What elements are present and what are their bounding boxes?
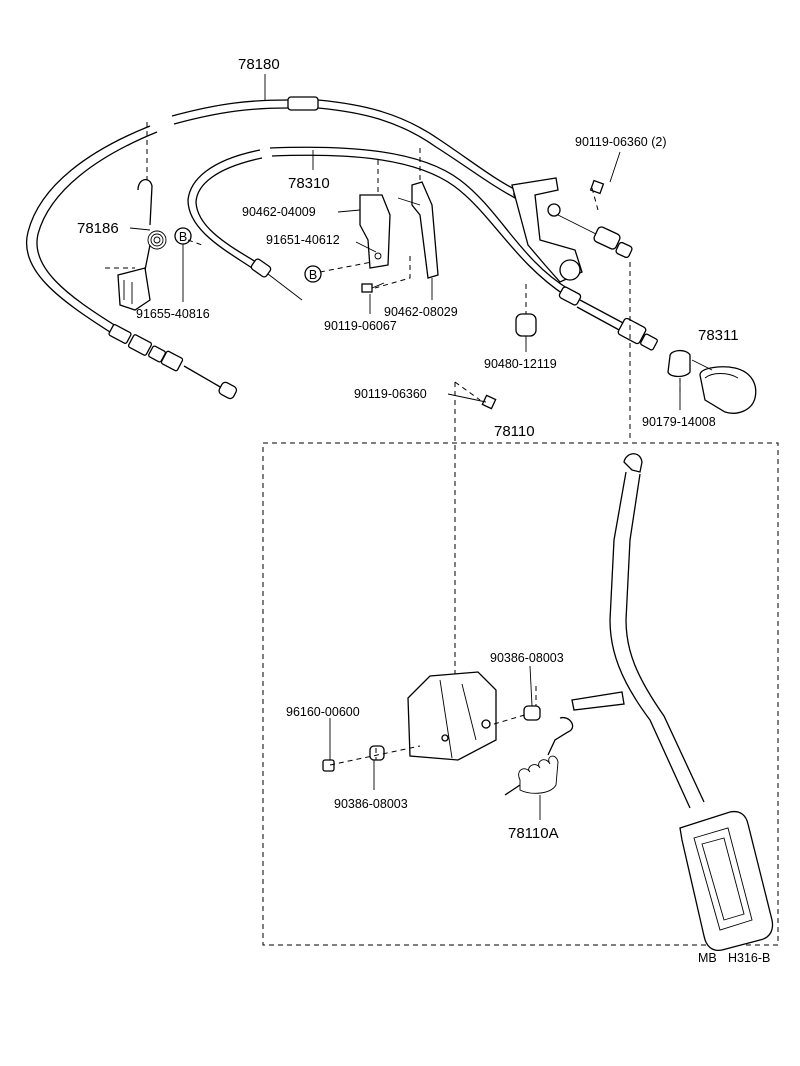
label-90119-06360: 90119-06360 [354, 387, 427, 401]
bolt-90119-06360 [481, 394, 497, 410]
assembly-box-78110 [262, 442, 779, 946]
label-78310: 78310 [288, 175, 330, 192]
cable-78310 [187, 146, 658, 351]
bushing-90386-08003-left [369, 745, 385, 761]
pedal-arm-78110 [571, 453, 774, 952]
label-91651-40612: 91651-40612 [266, 233, 340, 247]
svg-text:B: B [309, 268, 317, 282]
bracket-90462-04009 [359, 194, 391, 269]
label-90462-08029: 90462-08029 [384, 305, 458, 319]
spring-78186 [117, 179, 167, 311]
bushing-90386-08003-right [523, 705, 541, 721]
return-spring-78110A [504, 716, 574, 796]
nut-96160-00600 [322, 759, 335, 772]
svg-text:B: B [179, 230, 187, 244]
label-78186: 78186 [77, 220, 119, 237]
pedal-bracket [407, 671, 497, 761]
label-90119-06067: 90119-06067 [324, 319, 397, 333]
footer: MB H316-B [698, 951, 770, 965]
cap-78311 [699, 366, 757, 414]
label-90386-08003-a: 90386-08003 [490, 651, 564, 665]
leader-lines [129, 74, 713, 820]
accelerator-cable-78180 [25, 96, 535, 400]
label-78110A: 78110A [508, 825, 559, 842]
assembly-guides-top [105, 122, 681, 680]
label-78180: 78180 [238, 56, 280, 73]
b-marker-1: B [174, 227, 192, 245]
bracket-top-right [511, 177, 633, 283]
footer-mb: MB [698, 951, 717, 965]
label-90179-14008: 90179-14008 [642, 415, 716, 429]
footer-code: H316-B [728, 951, 770, 965]
label-90386-08003-b: 90386-08003 [334, 797, 408, 811]
label-96160-00600: 96160-00600 [286, 705, 360, 719]
clip-90179-14008 [667, 349, 691, 378]
grommet-90480-12119 [515, 313, 537, 337]
b-marker-2: B [304, 265, 322, 283]
label-90462-04009: 90462-04009 [242, 205, 316, 219]
label-78110: 78110 [494, 423, 535, 440]
bracket-90462-08029 [397, 181, 439, 279]
label-78311: 78311 [698, 327, 739, 344]
label-90119-06360-2: 90119-06360 (2) [575, 135, 667, 149]
assembly-guides-bottom [329, 686, 537, 766]
label-90480-12119: 90480-12119 [484, 357, 557, 371]
label-91655-40816: 91655-40816 [136, 307, 210, 321]
labels: 78180 78310 78186 90462-04009 91651-4061… [77, 56, 739, 842]
bolt-90119-06067 [361, 282, 385, 293]
